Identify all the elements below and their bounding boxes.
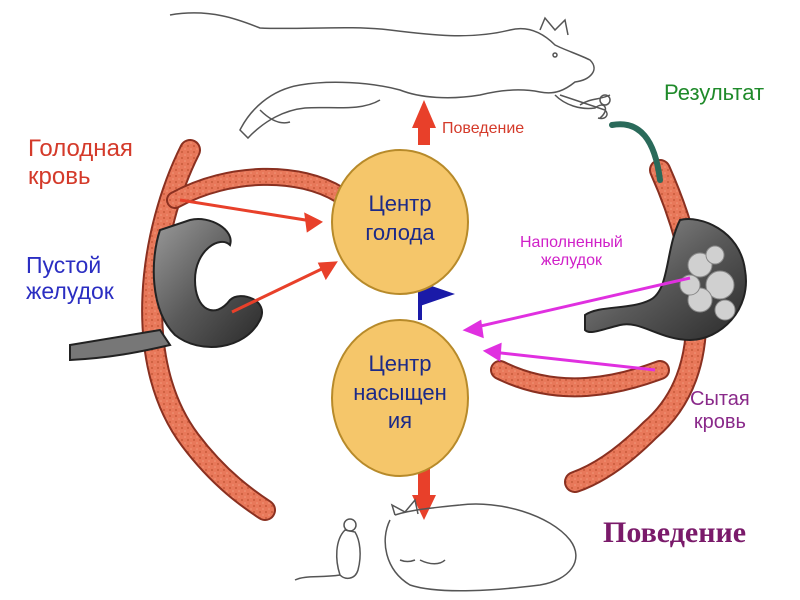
behavior-bottom-arrow — [412, 465, 436, 520]
pouncing-cat-illustration — [169, 12, 611, 140]
result-label: Результат — [664, 80, 765, 105]
caught-mouse-illustration — [559, 94, 611, 120]
hungry-blood-label-line2: кровь — [28, 162, 91, 190]
hungry-blood-vessel — [141, 139, 349, 521]
full-stomach-arrows — [462, 276, 691, 372]
satiety-center — [331, 319, 469, 477]
sleeping-cat-illustration — [384, 498, 577, 592]
hunger-center-label-line2: голода — [365, 219, 435, 245]
full-stomach-label: Наполненный желудок — [520, 234, 623, 271]
empty-stomach-label-line2: желудок — [26, 278, 114, 305]
satiety-center-label-line2: насыщен — [353, 379, 447, 405]
hungry-blood-label-line1: Голодная — [28, 135, 133, 162]
satiety-center-label-line3: ия — [387, 408, 413, 434]
empty-stomach-label: Пустой желудок — [26, 252, 114, 305]
satiety-center-label: Центр насыщен ия — [335, 350, 465, 436]
empty-stomach — [69, 218, 263, 362]
full-stomach-label-line2: желудок — [540, 252, 602, 270]
behavior-top-label: Поведение — [442, 120, 525, 137]
result-esophagus — [609, 121, 663, 183]
empty-stomach-label-line1: Пустой — [26, 252, 102, 278]
hunger-center-label: Центр голода — [335, 190, 465, 247]
fed-blood-label: Сытая кровь — [690, 388, 750, 434]
full-stomach-label-line1: Наполненный — [520, 234, 623, 251]
behavior-bottom-label: Поведение — [603, 516, 747, 549]
hunger-center-label-line1: Центр — [368, 191, 432, 216]
full-stomach — [584, 218, 747, 342]
fed-blood-label-line1: Сытая — [690, 388, 750, 410]
mouse-illustration — [294, 518, 361, 581]
hunger-center — [331, 149, 469, 295]
fed-blood-label-line2: кровь — [693, 411, 746, 433]
hungry-blood-arrows — [179, 198, 338, 314]
behavior-top-arrow — [412, 100, 436, 145]
hungry-blood-label: Голодная кровь — [28, 135, 133, 190]
satiety-center-label-line1: Центр — [368, 351, 432, 376]
